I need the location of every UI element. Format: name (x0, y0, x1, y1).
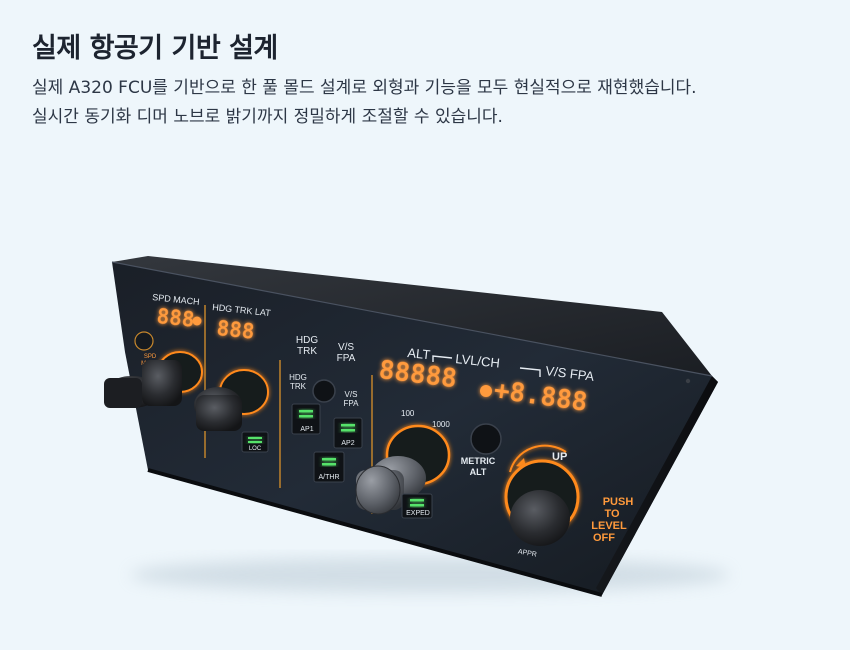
description-line-1: 실제 A320 FCU를 기반으로 한 풀 몰드 설계로 외형과 기능을 모두 … (32, 78, 697, 98)
ap1-button[interactable]: AP1 (291, 403, 321, 435)
hdg-display: HDG TRK LAT 888 (212, 302, 272, 344)
vs-knob[interactable]: UP APPR (504, 444, 580, 559)
svg-text:EXPED: EXPED (406, 510, 430, 517)
athr-button[interactable]: A/THR (313, 451, 345, 483)
description-line-2: 실시간 동기화 디머 노브로 밝기까지 정밀하게 조절할 수 있습니다. (32, 107, 503, 127)
shadow (130, 557, 730, 593)
appr-label: APPR (517, 548, 537, 558)
hdg-readout: 888 (215, 316, 255, 344)
alt-knob[interactable]: 100 1000 (355, 409, 450, 515)
svg-text:AP1: AP1 (300, 426, 313, 433)
svg-text:LOC: LOC (249, 446, 262, 452)
svg-text:ALT: ALT (407, 345, 431, 362)
page-description: 실제 A320 FCU를 기반으로 한 풀 몰드 설계로 외형과 기능을 모두 … (32, 74, 822, 132)
alt-100-label: 100 (401, 409, 415, 418)
svg-text:SPD MACH: SPD MACH (152, 292, 200, 307)
screw (685, 378, 691, 384)
alt-1000-label: 1000 (432, 420, 450, 429)
svg-text:LVL/CH: LVL/CH (455, 351, 501, 371)
spd-dot (192, 316, 202, 326)
spd-readout: 888 (155, 304, 195, 332)
hdg-knob[interactable] (194, 369, 269, 431)
alt-header: ALT LVL/CH V/S FPA (407, 345, 596, 384)
spd-display: SPD MACH 888 (152, 292, 202, 332)
panel-top (112, 256, 712, 376)
alt-managed-dot (480, 385, 492, 397)
up-label: UP (552, 451, 567, 463)
loc-button[interactable]: LOC (241, 431, 269, 453)
spd-mach-button[interactable] (134, 331, 154, 351)
exped-button[interactable]: EXPED (401, 493, 433, 519)
svg-text:V/S FPA: V/S FPA (545, 363, 596, 384)
ap2-button[interactable]: AP2 (333, 417, 363, 449)
svg-text:A/THR: A/THR (319, 474, 340, 481)
svg-text:AP2: AP2 (341, 440, 354, 447)
spd-knob[interactable] (104, 351, 203, 408)
page-title: 실제 항공기 기반 설계 (32, 33, 278, 64)
panel-side (596, 376, 718, 595)
